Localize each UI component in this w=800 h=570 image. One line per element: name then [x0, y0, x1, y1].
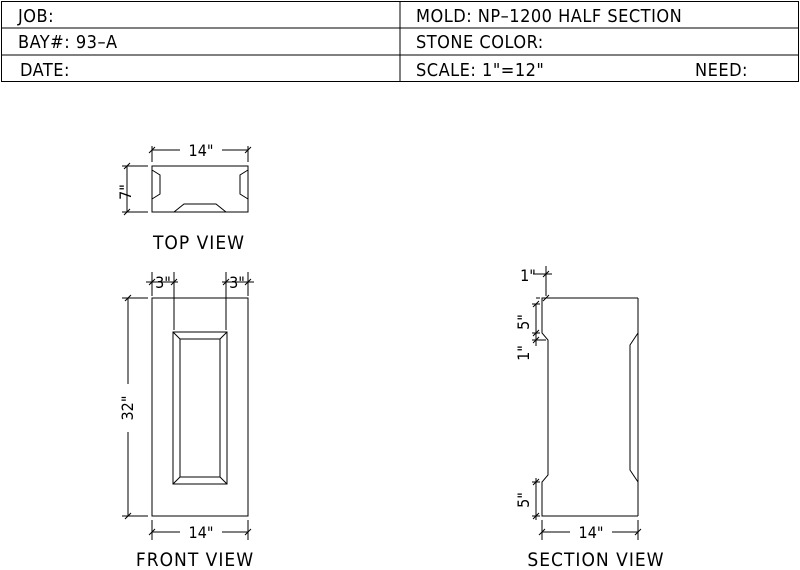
front-view-right-margin-dim: 3" — [229, 273, 245, 292]
top-view-left-notch — [151, 169, 161, 200]
top-view-outline — [151, 165, 249, 213]
top-view-title: TOP VIEW — [152, 232, 245, 254]
section-view-right-recess — [629, 332, 639, 483]
section-view-left-profile — [541, 297, 638, 517]
top-view-right-notch — [239, 169, 249, 200]
top-view-bottom-recess — [173, 203, 227, 213]
top-view-depth-dim: 7" — [116, 184, 135, 200]
front-view-width-dim: 14" — [189, 523, 214, 542]
front-view-inner-panel — [179, 338, 221, 478]
need-label: NEED: — [695, 60, 748, 81]
mold-label: MOLD: NP–1200 HALF SECTION — [416, 6, 682, 27]
date-label: DATE: — [20, 60, 70, 81]
front-view-height-dim: 32" — [118, 396, 137, 421]
job-label: JOB: — [17, 6, 54, 27]
section-view-upper-chamfer-dim: 5" — [514, 314, 533, 330]
front-view-title: FRONT VIEW — [136, 549, 254, 570]
section-view-top-offset-dim: 1" — [520, 266, 536, 285]
front-view-left-margin-dim: 3" — [155, 273, 171, 292]
section-view: 1" 5" 1" 5" 14" SECTION VIEW — [514, 266, 664, 570]
top-view: 14" 7" TOP VIEW — [116, 141, 252, 254]
section-view-lower-chamfer-dim: 5" — [514, 492, 533, 508]
section-view-upper-offset-dim: 1" — [514, 345, 533, 361]
front-view-outline — [151, 297, 249, 517]
bay-label: BAY#: 93–A — [18, 32, 118, 53]
stone-color-label: STONE COLOR: — [416, 32, 544, 53]
scale-label: SCALE: 1"=12" — [416, 60, 544, 81]
front-view-outer-panel — [172, 331, 228, 485]
front-view: 3" 3" 32" 14" FRONT VIEW — [118, 272, 254, 570]
section-view-title: SECTION VIEW — [527, 549, 664, 570]
title-block: JOB: BAY#: 93–A DATE: MOLD: NP–1200 HALF… — [1, 1, 799, 82]
top-view-width-dim: 14" — [189, 141, 214, 160]
section-view-width-dim: 14" — [579, 523, 604, 542]
